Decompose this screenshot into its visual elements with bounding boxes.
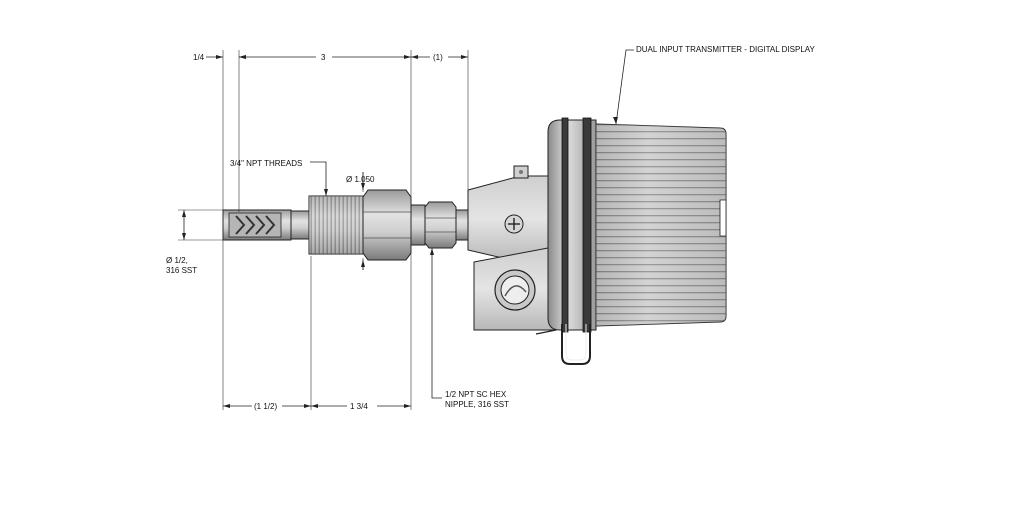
labels: 1/4 3 (1) 3/4" NPT THREADS Ø 1.050 Ø 1/2… [166, 45, 816, 411]
hex-fitting [362, 189, 412, 261]
wire-bail [561, 324, 591, 365]
fitting-collar [410, 204, 426, 246]
nipple-hex [424, 201, 457, 249]
o-ring [561, 117, 569, 333]
threads-callout: 3/4" NPT THREADS [230, 159, 302, 168]
hex-diameter-label: Ø 1.050 [346, 175, 375, 184]
probe-diameter-label-2: 316 SST [166, 266, 197, 275]
dim-fitting-length-label: 1 3/4 [350, 402, 368, 411]
probe-diameter-label-1: Ø 1/2, [166, 256, 188, 265]
dimension-lines [178, 49, 634, 410]
nipple-callout-2: NIPPLE, 316 SST [445, 400, 509, 409]
dim-insertion-label: 3 [321, 53, 326, 62]
probe-neck [290, 210, 310, 240]
transmitter-callout: DUAL INPUT TRANSMITTER - DIGITAL DISPLAY [636, 45, 816, 54]
transmitter-housing [467, 117, 727, 365]
dim-tip-label: 1/4 [193, 53, 205, 62]
dim-extension-label: (1) [433, 53, 443, 62]
nipple-callout-1: 1/2 NPT SC HEX [445, 390, 507, 399]
probe-assembly [222, 189, 469, 261]
nipple-pipe [455, 209, 469, 241]
dim-thread-length-label: (1 1/2) [254, 402, 277, 411]
